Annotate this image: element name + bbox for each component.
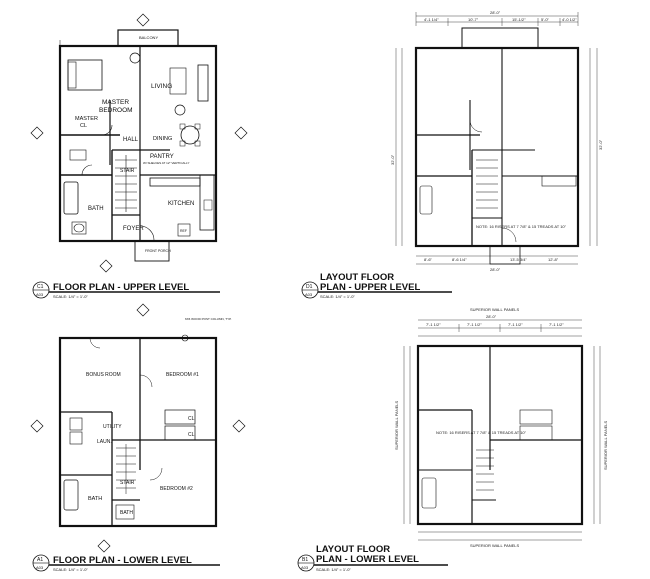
upper-pantry-note: W/ SHELVES AT 12" VERTICALLY bbox=[143, 161, 189, 165]
upper-layout-overall-depth: 32'-0" bbox=[390, 154, 395, 165]
section-marker-icon bbox=[30, 13, 248, 273]
lower-layout-bubble-bottom: A03 bbox=[301, 565, 309, 570]
upper-layout-dim-5: 4'-0 1/2" bbox=[562, 17, 577, 22]
lower-layout-superior-wall-right: SUPERIOR WALL PANELS bbox=[603, 420, 608, 470]
upper-layout-overall-depth-right: 32'-0" bbox=[598, 139, 603, 150]
upper-layout-bottom-dim-2: 8'-6 1/4" bbox=[452, 257, 467, 262]
lower-layout-overall-width: 28'-0" bbox=[486, 314, 497, 319]
lower-layout-superior-wall-top: SUPERIOR WALL PANELS bbox=[470, 307, 520, 312]
lower-floor-title: FLOOR PLAN - LOWER LEVEL bbox=[53, 555, 192, 566]
upper-layout-dim-2: 10'-7" bbox=[468, 17, 479, 22]
upper-dining-label: DINING bbox=[153, 136, 172, 142]
upper-layout-bottom-dim-3: 13'-5 3/4" bbox=[510, 257, 527, 262]
upper-layout-bottom-dim-1: 8'-6" bbox=[424, 257, 433, 262]
upper-pantry-label: PANTRY bbox=[150, 154, 174, 160]
upper-floor-title: FLOOR PLAN - UPPER LEVEL bbox=[53, 282, 189, 293]
upper-layout-dim-4: 5'-0" bbox=[541, 17, 550, 22]
lower-bath-label: BATH bbox=[88, 496, 102, 502]
lower-floor-bubble-bottom: A03 bbox=[36, 565, 44, 570]
lower-layout-dim-3: 7'-1 1/2" bbox=[508, 322, 523, 327]
upper-layout-overall-width: 28'-0" bbox=[490, 10, 501, 15]
upper-layout-bubble-top: D1 bbox=[306, 284, 313, 290]
upper-layout-scale: SCALE: 1/4" = 1'-0" bbox=[320, 294, 355, 299]
upper-layout-bubble-bottom: A03 bbox=[305, 292, 313, 297]
lower-bedroom1-label: BEDROOM #1 bbox=[166, 372, 199, 378]
lower-layout-bubble-top: B1 bbox=[302, 557, 308, 563]
lower-floor-plan bbox=[58, 334, 218, 528]
upper-floor-bubble-bottom: A03 bbox=[36, 292, 44, 297]
lower-bath2-label: BATH bbox=[120, 510, 133, 516]
upper-porch-label: FRONT PORCH bbox=[145, 249, 171, 253]
lower-floor-scale: SCALE: 1/4" = 1'-0" bbox=[53, 567, 88, 572]
lower-layout-title-1: LAYOUT FLOOR bbox=[316, 544, 390, 555]
upper-master-cl2-label: CL bbox=[80, 123, 87, 129]
lower-cl2-label: CL bbox=[188, 432, 195, 438]
upper-layout-title-2: PLAN - UPPER LEVEL bbox=[320, 282, 420, 293]
lower-layout-scale: SCALE: 1/4" = 1'-0" bbox=[316, 567, 351, 572]
upper-foyer-label: FOYER bbox=[123, 226, 144, 232]
upper-master-cl-label: MASTER bbox=[75, 116, 98, 122]
upper-balcony-label: BALCONY bbox=[139, 35, 158, 40]
upper-floor-bubble-top: C1 bbox=[37, 284, 44, 290]
lower-utility-label: UTILITY bbox=[103, 424, 122, 430]
section-marker-icon bbox=[30, 303, 246, 553]
upper-stair-label: STAIR bbox=[120, 168, 135, 174]
title-bubble-lower-layout bbox=[297, 554, 448, 572]
lower-laundry-label: LAUN. bbox=[97, 439, 112, 445]
upper-master-label-1: MASTER bbox=[102, 99, 129, 106]
upper-bath-label: BATH bbox=[88, 206, 104, 212]
upper-layout-dim-1: 4'-1 1/4" bbox=[424, 17, 439, 22]
upper-layout-overall-width-bottom: 28'-0" bbox=[490, 267, 501, 272]
upper-living-label: LIVING bbox=[151, 83, 172, 90]
upper-layout-plan bbox=[395, 12, 598, 265]
upper-hall-label: HALL bbox=[123, 137, 139, 143]
title-bubble-upper-floor bbox=[32, 281, 220, 299]
upper-floor-plan bbox=[58, 29, 218, 262]
title-bubble-upper-layout bbox=[301, 281, 452, 299]
upper-layout-bottom-dim-4: 12'-8" bbox=[548, 257, 559, 262]
upper-layout-stair-note: NOTE: 16 RISERS AT 7 7/8" & 15 TREADS AT… bbox=[476, 224, 567, 229]
lower-layout-superior-wall-left: SUPERIOR WALL PANELS bbox=[394, 400, 399, 450]
lower-stair-label: STAIR bbox=[120, 480, 135, 486]
lower-layout-dim-1: 7'-1 1/2" bbox=[426, 322, 441, 327]
lower-layout-superior-wall-bottom: SUPERIOR WALL PANELS bbox=[470, 543, 520, 548]
lower-layout-title-2: PLAN - LOWER LEVEL bbox=[316, 554, 419, 565]
lower-layout-dim-2: 7'-1 1/2" bbox=[467, 322, 482, 327]
lower-cl1-label: CL bbox=[188, 416, 195, 422]
lower-layout-stair-note: NOTE: 16 RISERS AT 7 7/8" & 15 TREADS AT… bbox=[436, 430, 527, 435]
lower-bedroom2-label: BEDROOM #2 bbox=[160, 486, 193, 492]
lower-post-note: 6X6 WOOD POST COLUMN, TYP. bbox=[185, 317, 232, 321]
lower-layout-plan bbox=[403, 319, 601, 541]
upper-kitchen-label: KITCHEN bbox=[168, 201, 194, 207]
upper-layout-dim-3: 15'-1/2" bbox=[512, 17, 526, 22]
lower-bonus-room-label: BONUS ROOM bbox=[86, 372, 121, 378]
upper-master-label-2: BEDROOM bbox=[99, 107, 133, 114]
lower-layout-dim-4: 7'-1 1/2" bbox=[549, 322, 564, 327]
title-bubble-lower-floor bbox=[32, 554, 220, 572]
upper-layout-title-1: LAYOUT FLOOR bbox=[320, 272, 394, 283]
lower-floor-bubble-top: A1 bbox=[37, 557, 43, 563]
upper-ref-label: REF bbox=[180, 229, 187, 233]
upper-floor-scale: SCALE: 1/4" = 1'-0" bbox=[53, 294, 88, 299]
